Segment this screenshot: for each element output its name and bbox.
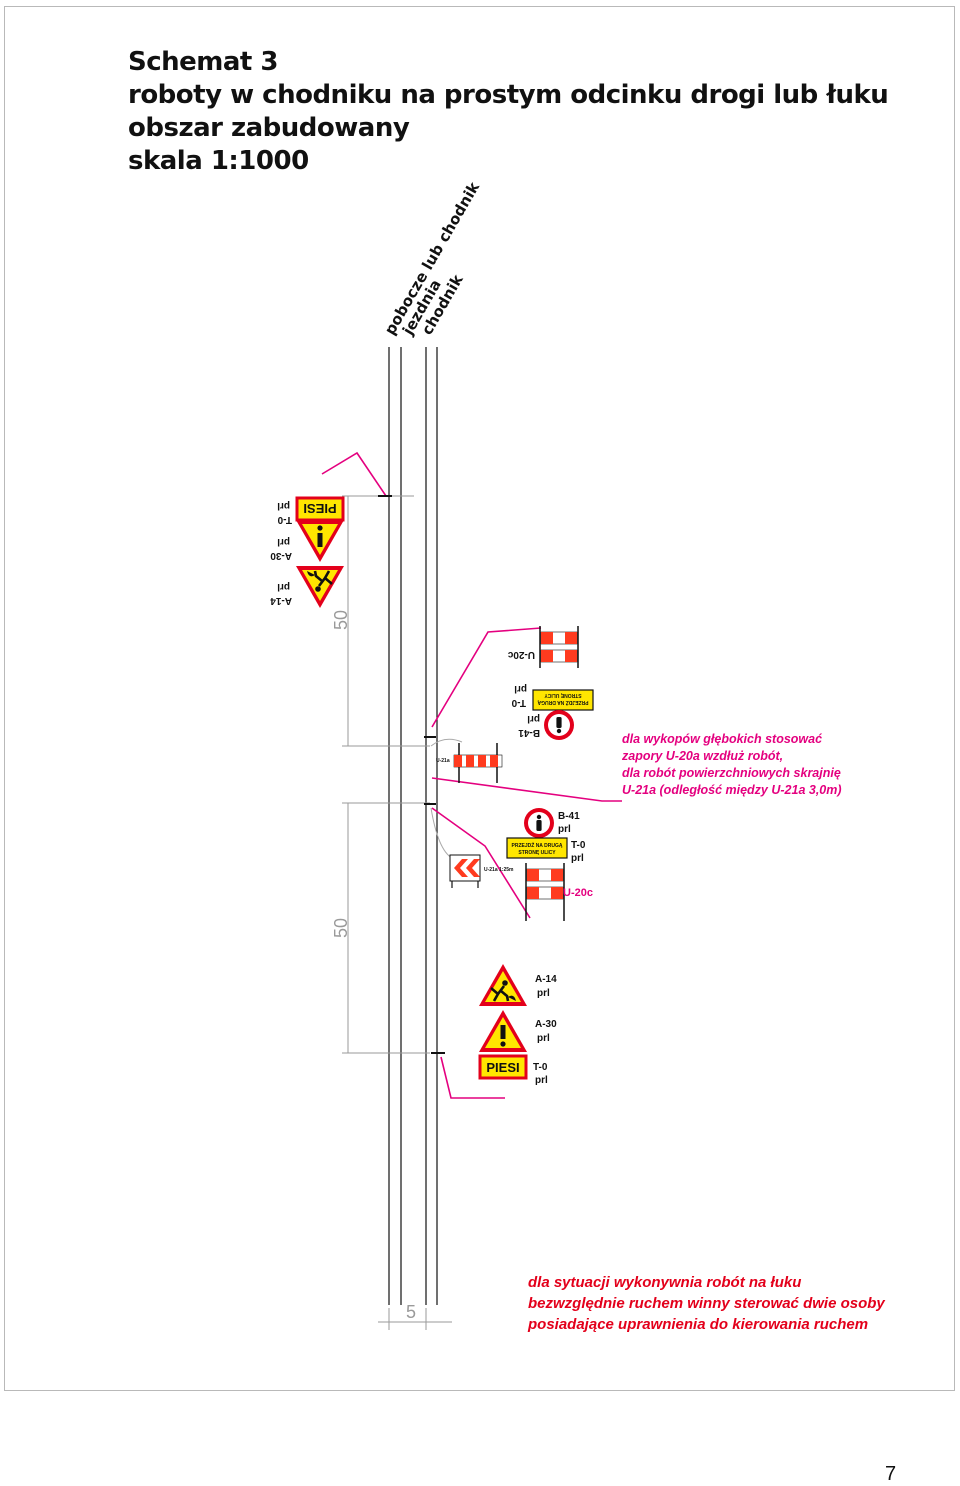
sign-t0-lower-plate: PIESI <box>478 1054 528 1080</box>
sign-t0-cross-upper-plate: PRZEJDŹ NA DRUGĄ STRONĘ ULICY <box>532 689 594 711</box>
note-excavation-line4: U-21a (odległość między U-21a 3,0m) <box>622 783 842 797</box>
sign-b41-lower-icon <box>524 808 554 838</box>
label-a14-upper-side: prl <box>277 581 290 592</box>
label-a30-lower: A-30 <box>535 1019 557 1030</box>
lower-workzone: U-21a 1:25m PRZEJDŹ NA DRUGĄ STRONĘ ULIC… <box>449 808 593 921</box>
note-excavation: dla wykopów głębokich stosować zapory U-… <box>621 732 842 797</box>
barrier-u20c-upper <box>539 626 579 668</box>
label-b41-upper: B-41 <box>518 727 540 738</box>
note-excavation-line3: dla robót powierzchniowych skrajnię <box>622 766 841 780</box>
label-u20c-upper: U-20c <box>507 649 535 660</box>
sign-t0-cross-lower-plate: PRZEJDŹ NA DRUGĄ STRONĘ ULICY <box>506 837 568 859</box>
note-curve-line1: dla sytuacji wykonywnia robót na łuku <box>528 1274 801 1291</box>
title-line-1: Schemat 3 <box>128 47 279 77</box>
label-t0-cross-lower: T-0 <box>571 840 586 851</box>
title-line-3: obszar zabudowany <box>128 113 410 143</box>
label-u20c-lower: U-20c <box>563 887 593 899</box>
dimension-upper-length: 50 <box>331 610 351 630</box>
label-a30-lower-side: prl <box>537 1033 550 1044</box>
label-t0-cross-lower-side: prl <box>571 853 584 864</box>
label-t0-cross-upper-side: prl <box>514 683 527 694</box>
label-t0-upper-side: prl <box>277 500 290 511</box>
label-t0-lower: T-0 <box>533 1062 548 1073</box>
label-a30-upper-side: prl <box>277 536 290 547</box>
label-t0-cross-upper: T-0 <box>511 697 526 708</box>
upper-sign-group: PIESI A-14 prl A-30 prl T-0 prl <box>270 496 346 610</box>
sign-a30-upper-icon <box>296 520 344 562</box>
page-number: 7 <box>885 1463 897 1485</box>
note-curve-line3: posiadające uprawnienia do kierowania ru… <box>527 1316 868 1333</box>
dimension-width: 5 <box>406 1302 416 1322</box>
column-labels: pobocze lub chodnik jezdnia chodnik <box>381 178 484 339</box>
page-frame <box>4 6 955 1391</box>
label-a30-upper: A-30 <box>270 550 292 561</box>
title-line-4: skala 1:1000 <box>128 146 309 176</box>
label-b41-lower-side: prl <box>558 824 571 835</box>
note-excavation-line2: zapory U-20a wzdłuż robót, <box>621 749 783 763</box>
road-lines <box>388 347 438 1305</box>
schema-title: Schemat 3 roboty w chodniku na prostym o… <box>128 46 889 178</box>
sign-t0-upper-plate: PIESI <box>295 496 345 522</box>
label-cones-lower: U-21a 1:25m <box>484 867 514 873</box>
label-b41-lower: B-41 <box>558 811 580 822</box>
title-line-2: roboty w chodniku na prostym odcinku dro… <box>128 80 889 110</box>
t0-cross-lower-line1: PRZEJDŹ NA DRUGĄ <box>512 841 563 849</box>
dimension-lines <box>342 495 452 1330</box>
sign-t0-upper-text: PIESI <box>303 501 336 516</box>
upper-workzone: PRZEJDŹ NA DRUGĄ STRONĘ ULICY U-20c prl … <box>436 626 594 784</box>
note-excavation-line1: dla wykopów głębokich stosować <box>622 732 822 746</box>
label-b41-upper-side: prl <box>527 713 540 724</box>
sign-b41-upper-icon <box>544 710 574 740</box>
dimension-lower-length: 50 <box>331 918 351 938</box>
sign-a14-upper-icon <box>294 564 346 610</box>
chevron-board-icon <box>449 854 481 888</box>
label-a14-lower-side: prl <box>537 988 550 999</box>
label-a14-lower: A-14 <box>535 974 557 985</box>
label-a14-upper: A-14 <box>270 595 292 606</box>
barrier-u21a-upper <box>453 742 503 784</box>
label-cones-upper: U-21a <box>436 758 450 764</box>
note-curve-line2: bezwzględnie ruchem winny sterować dwie … <box>528 1295 885 1312</box>
road-markers <box>378 495 445 1054</box>
t0-cross-lower-line2: STRONĘ ULICY <box>518 850 556 856</box>
traffic-diagram: pobocze lub chodnik jezdnia chodnik 50 5… <box>270 178 886 1333</box>
t0-cross-upper-line1: PRZEJDŹ NA DRUGĄ <box>537 699 588 707</box>
t0-cross-upper-line2: STRONĘ ULICY <box>544 692 582 698</box>
label-t0-upper: T-0 <box>277 514 292 525</box>
barrier-u20c-lower <box>525 863 565 921</box>
lower-sign-group: PIESI A-14 prl A-30 prl T-0 prl <box>477 962 557 1086</box>
sign-t0-lower-text: PIESI <box>486 1060 519 1075</box>
label-t0-lower-side: prl <box>535 1075 548 1086</box>
leader-lines <box>321 451 622 1099</box>
sign-a30-lower-icon <box>479 1010 527 1052</box>
note-curve: dla sytuacji wykonywnia robót na łuku be… <box>527 1274 885 1333</box>
sign-a14-lower-icon <box>477 962 529 1008</box>
